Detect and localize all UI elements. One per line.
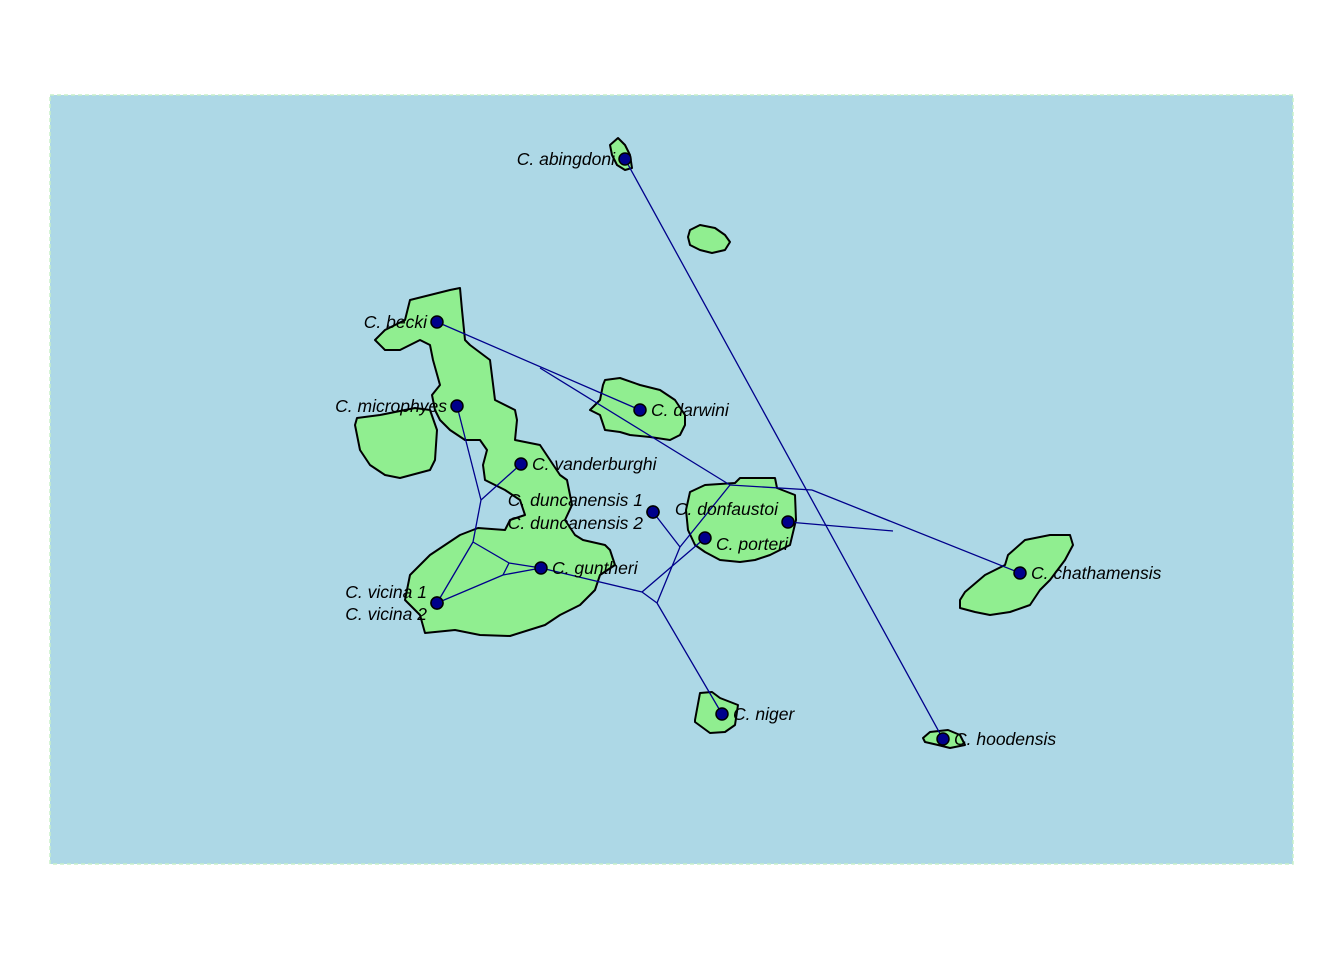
tip-label-niger: C. niger — [733, 704, 795, 724]
island-fernandina — [354, 407, 438, 479]
tip-label-porteri: C. porteri — [716, 534, 789, 554]
island-marchena — [687, 224, 731, 254]
tip-label-donfaustoi: C. donfaustoi — [675, 499, 779, 519]
tree-edge — [811, 489, 1021, 574]
tip-label-chathamensis: C. chathamensis — [1031, 563, 1162, 583]
tree-edge — [641, 591, 658, 604]
tip-point-hoodensis — [936, 732, 950, 746]
tree-edge — [656, 546, 681, 604]
tree-edge — [480, 463, 522, 501]
tree-edge — [436, 321, 641, 411]
tip-point-vanderburghi — [514, 457, 528, 471]
tree-edge — [787, 521, 894, 532]
tip-point-donfaustoi — [781, 515, 795, 529]
tip-point-niger — [715, 707, 729, 721]
tip-label-vanderburghi: C. vanderburghi — [532, 454, 658, 474]
tree-edge — [624, 158, 944, 740]
tree-edge — [456, 405, 482, 501]
tree-edge — [679, 484, 731, 548]
tip-point-chathamensis — [1013, 566, 1027, 580]
tree-edge — [502, 562, 510, 576]
tip-label-duncanensis2: C. duncanensis 2 — [508, 513, 643, 533]
tree-edge — [656, 602, 723, 715]
tip-label-hoodensis: C. hoodensis — [954, 729, 1056, 749]
tree-edge — [652, 511, 681, 548]
tree-edges — [436, 158, 1021, 740]
tip-point-becki — [430, 315, 444, 329]
tip-point-darwini — [633, 403, 647, 417]
tip-label-microphyes: C. microphyes — [335, 396, 447, 416]
tip-point-microphyes — [450, 399, 464, 413]
tip-points — [430, 152, 1027, 746]
tree-edge — [641, 537, 706, 593]
tip-labels: C. abingdoni C. becki C. darwini C. microph… — [335, 149, 1161, 749]
tip-label-darwini: C. darwini — [651, 400, 730, 420]
tree-edge — [539, 367, 731, 486]
tip-label-duncanensis1: C. duncanensis 1 — [508, 490, 643, 510]
tip-point-guntheri — [534, 561, 548, 575]
tree-edge — [729, 484, 813, 491]
tip-label-vicina1: C. vicina 1 — [345, 582, 427, 602]
tip-label-guntheri: C. guntheri — [552, 558, 639, 578]
tip-label-vicina2: C. vicina 2 — [345, 604, 427, 624]
island-isabela — [374, 287, 616, 637]
tip-point-porteri — [698, 531, 712, 545]
tip-point-duncanensis2 — [646, 505, 660, 519]
tree-edge — [472, 541, 510, 564]
tree-edge — [436, 541, 474, 604]
tree-edge — [436, 574, 504, 604]
tree-edge — [540, 567, 643, 593]
tree-edge — [472, 499, 482, 543]
tip-point-abingdoni — [618, 152, 632, 166]
tip-label-abingdoni: C. abingdoni — [517, 149, 616, 169]
tip-label-becki: C. becki — [364, 312, 428, 332]
tip-point-vicina2 — [430, 596, 444, 610]
island-santacruz — [685, 477, 797, 563]
sea-background — [49, 94, 1294, 865]
